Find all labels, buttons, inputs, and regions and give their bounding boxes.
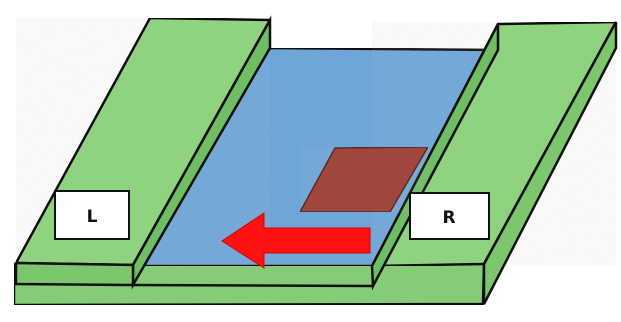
right-label-box: R [409,192,490,240]
red-square-object [298,146,430,213]
channel-front-edge [132,283,374,288]
left-label-box: L [54,190,130,240]
left-label: L [87,207,98,227]
right-label: R [442,208,455,228]
left-rail-front [14,261,135,287]
red-arrow [221,212,371,269]
right-rail-side [482,21,618,305]
